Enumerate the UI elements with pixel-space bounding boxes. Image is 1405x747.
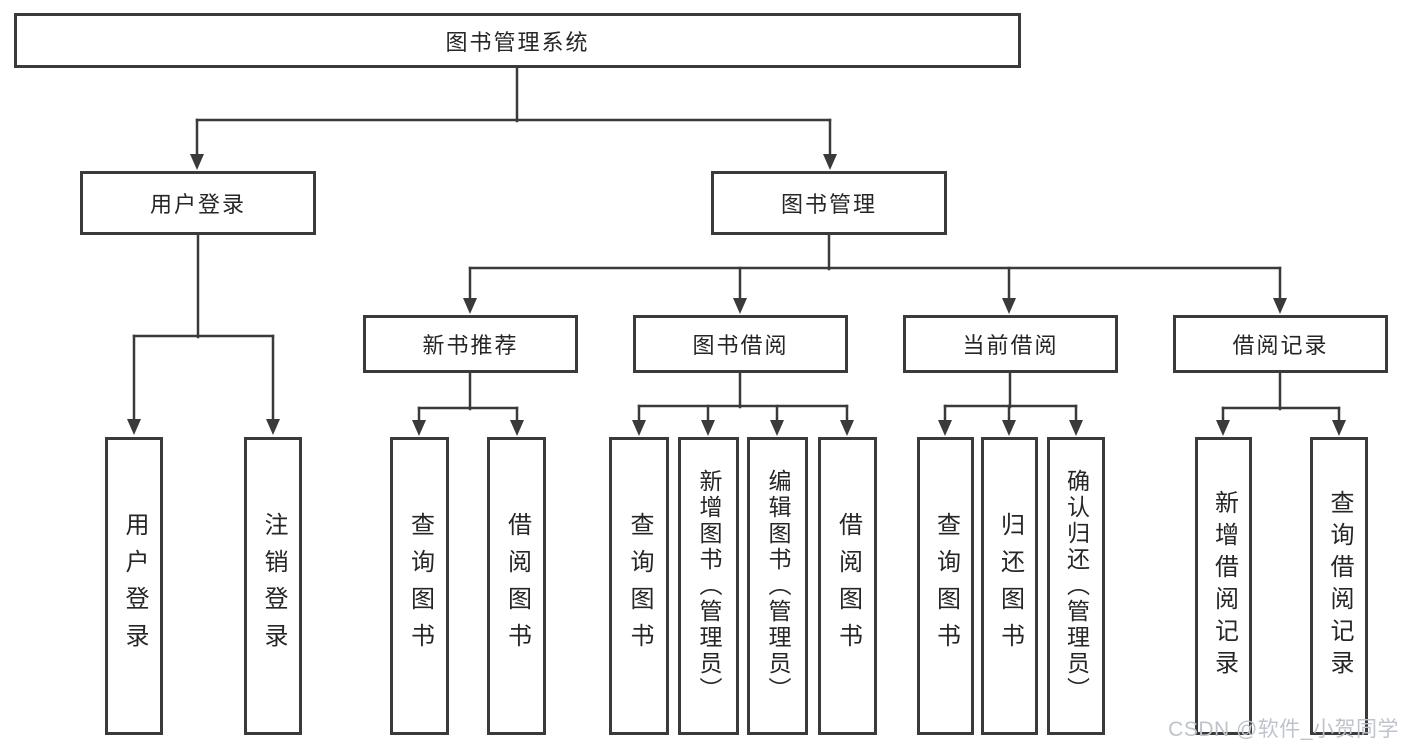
node-borrow-records: 借阅记录: [1173, 315, 1388, 373]
node-leaf-user-login: 用户登录: [105, 437, 163, 735]
node-leaf-logout: 注销登录: [244, 437, 302, 735]
node-leaf-return-book: 归还图书: [981, 437, 1038, 735]
node-new-book-recommend: 新书推荐: [363, 315, 578, 373]
node-leaf-query-borrow-record: 查询借阅记录: [1310, 437, 1368, 735]
node-leaf-query-book-1: 查询图书: [390, 437, 449, 735]
node-leaf-add-borrow-record: 新增借阅记录: [1195, 437, 1252, 735]
node-leaf-edit-book-admin: 编辑图书（管理员）: [747, 437, 808, 735]
node-leaf-add-book-admin: 新增图书（管理员）: [678, 437, 739, 735]
node-leaf-borrow-book-2: 借阅图书: [818, 437, 877, 735]
node-leaf-borrow-book-1: 借阅图书: [487, 437, 546, 735]
csdn-watermark: CSDN @软件_小贺同学: [1168, 718, 1399, 741]
node-root: 图书管理系统: [14, 13, 1021, 68]
node-leaf-confirm-return-admin: 确认归还（管理员）: [1047, 437, 1105, 735]
node-book-borrow: 图书借阅: [633, 315, 848, 373]
node-user-login: 用户登录: [80, 171, 316, 235]
node-leaf-query-book-3: 查询图书: [917, 437, 974, 735]
node-book-management: 图书管理: [711, 171, 947, 235]
node-leaf-query-book-2: 查询图书: [609, 437, 669, 735]
node-current-borrow: 当前借阅: [903, 315, 1118, 373]
arrowheads: [127, 154, 1346, 436]
